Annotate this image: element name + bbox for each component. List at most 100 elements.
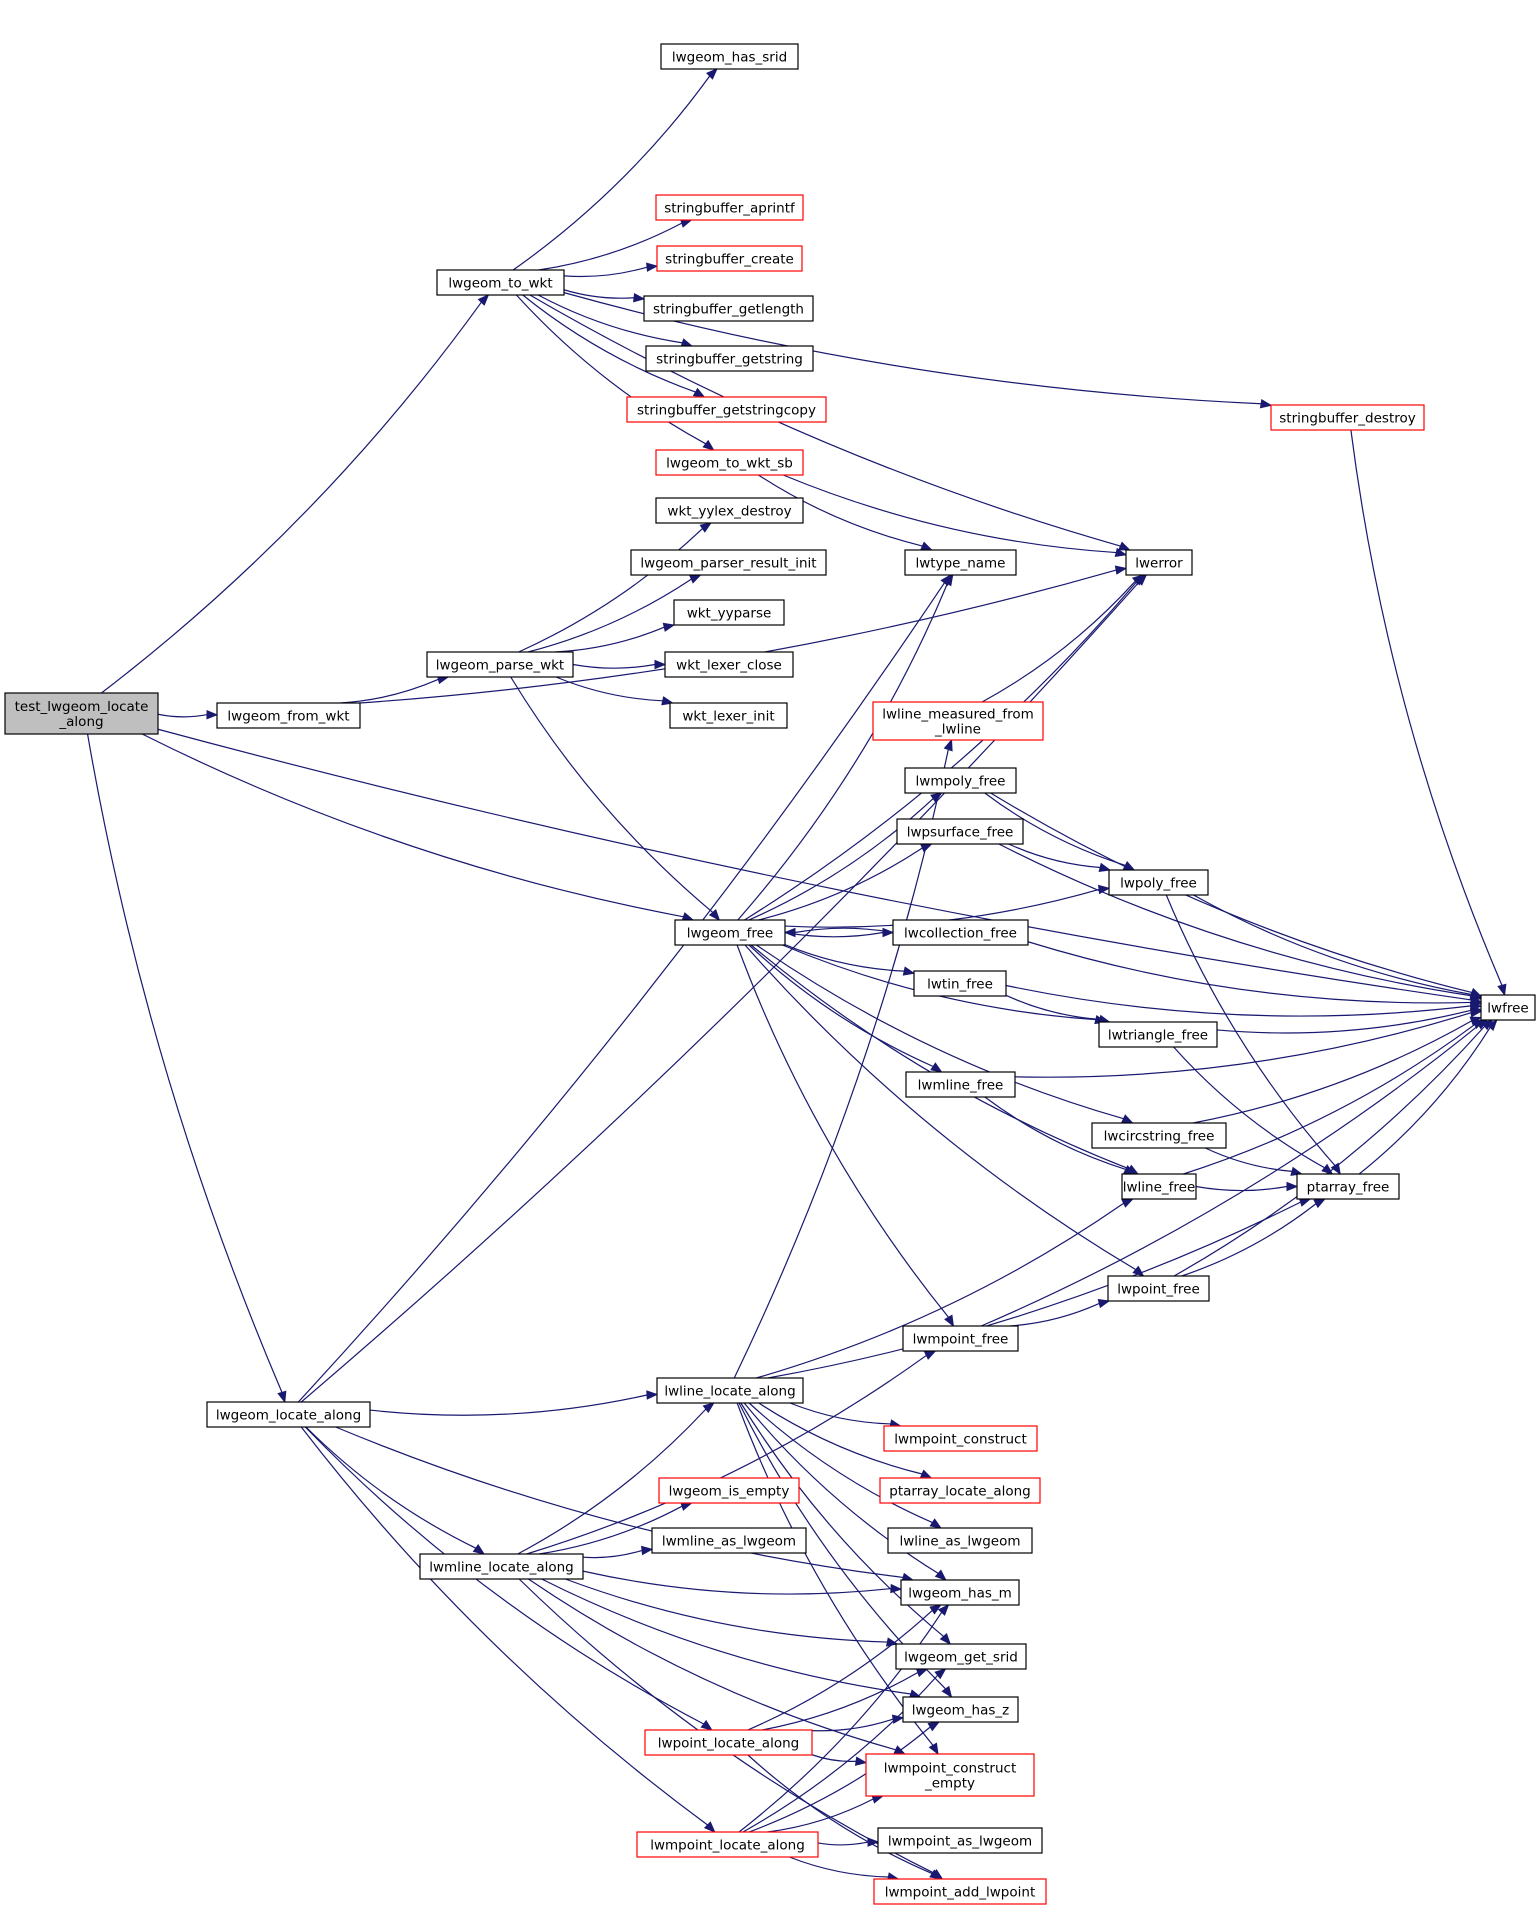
node-wkt_lexer_init[interactable]: wkt_lexer_init <box>669 702 788 729</box>
node-lwgeom_parser_result_init[interactable]: lwgeom_parser_result_init <box>630 549 827 576</box>
node-box-lwmpoint_locate_along[interactable] <box>636 1831 819 1858</box>
node-box-stringbuffer_getlength[interactable] <box>643 295 814 322</box>
node-box-lwpoly_free[interactable] <box>1108 869 1209 896</box>
node-box-lwgeom_get_srid[interactable] <box>895 1643 1027 1670</box>
node-lwtriangle_free[interactable]: lwtriangle_free <box>1098 1021 1218 1048</box>
node-box-lwmpoint_add_lwpoint[interactable] <box>873 1878 1047 1905</box>
node-box-lwmline_locate_along[interactable] <box>419 1553 584 1580</box>
node-box-lwmpoly_free[interactable] <box>904 767 1017 794</box>
node-lwline_free[interactable]: lwline_free <box>1121 1173 1197 1200</box>
node-wkt_yyparse[interactable]: wkt_yyparse <box>673 599 785 626</box>
node-stringbuffer_getstringcopy[interactable]: stringbuffer_getstringcopy <box>626 396 827 423</box>
node-lwpoint_free[interactable]: lwpoint_free <box>1107 1275 1210 1302</box>
node-box-stringbuffer_aprintf[interactable] <box>655 194 804 221</box>
node-lwmpoint_free[interactable]: lwmpoint_free <box>902 1325 1019 1352</box>
node-box-test_lwgeom_locate_along[interactable] <box>4 692 159 735</box>
node-lwgeom_to_wkt_sb[interactable]: lwgeom_to_wkt_sb <box>655 449 804 476</box>
node-box-lwpoint_locate_along[interactable] <box>644 1729 813 1756</box>
node-box-stringbuffer_getstring[interactable] <box>645 345 814 372</box>
node-stringbuffer_aprintf[interactable]: stringbuffer_aprintf <box>655 194 804 221</box>
node-lwfree[interactable]: lwfree <box>1480 994 1536 1021</box>
node-box-ptarray_free[interactable] <box>1296 1173 1400 1200</box>
node-lwgeom_get_srid[interactable]: lwgeom_get_srid <box>895 1643 1027 1670</box>
node-box-lwline_as_lwgeom[interactable] <box>887 1527 1033 1554</box>
node-lwmline_locate_along[interactable]: lwmline_locate_along <box>419 1553 584 1580</box>
node-box-lwmpoint_construct[interactable] <box>883 1425 1038 1452</box>
node-lwgeom_locate_along[interactable]: lwgeom_locate_along <box>206 1401 371 1428</box>
node-lwpoint_locate_along[interactable]: lwpoint_locate_along <box>644 1729 813 1756</box>
node-box-lwgeom_parser_result_init[interactable] <box>630 549 827 576</box>
node-box-ptarray_locate_along[interactable] <box>879 1477 1041 1504</box>
node-box-lwgeom_from_wkt[interactable] <box>216 702 361 729</box>
node-test_lwgeom_locate_along[interactable]: test_lwgeom_locate_along <box>4 692 159 735</box>
node-box-lwmpoint_free[interactable] <box>902 1325 1019 1352</box>
node-lwgeom_to_wkt[interactable]: lwgeom_to_wkt <box>436 269 565 296</box>
node-box-lwgeom_to_wkt_sb[interactable] <box>655 449 804 476</box>
node-box-stringbuffer_destroy[interactable] <box>1270 404 1425 431</box>
node-box-lwgeom_has_m[interactable] <box>900 1579 1020 1606</box>
node-stringbuffer_destroy[interactable]: stringbuffer_destroy <box>1270 404 1425 431</box>
node-box-lwtin_free[interactable] <box>913 970 1007 997</box>
node-wkt_yylex_destroy[interactable]: wkt_yylex_destroy <box>655 497 804 524</box>
node-lwgeom_has_z[interactable]: lwgeom_has_z <box>902 1696 1019 1723</box>
node-lwmline_free[interactable]: lwmline_free <box>905 1071 1016 1098</box>
node-box-lwgeom_has_srid[interactable] <box>660 43 799 70</box>
node-lwgeom_has_srid[interactable]: lwgeom_has_srid <box>660 43 799 70</box>
node-lwline_measured_from_lwline[interactable]: lwline_measured_from_lwline <box>872 701 1044 741</box>
node-stringbuffer_getlength[interactable]: stringbuffer_getlength <box>643 295 814 322</box>
node-lwmpoint_construct_empty[interactable]: lwmpoint_construct_empty <box>865 1753 1035 1797</box>
node-lwcircstring_free[interactable]: lwcircstring_free <box>1091 1122 1227 1149</box>
node-box-wkt_yyparse[interactable] <box>673 599 785 626</box>
node-box-lwgeom_has_z[interactable] <box>902 1696 1019 1723</box>
node-lwcollection_free[interactable]: lwcollection_free <box>892 919 1029 946</box>
node-box-wkt_lexer_close[interactable] <box>664 651 794 678</box>
node-lwgeom_has_m[interactable]: lwgeom_has_m <box>900 1579 1020 1606</box>
node-box-lwpsurface_free[interactable] <box>896 818 1024 845</box>
node-lwmpoint_locate_along[interactable]: lwmpoint_locate_along <box>636 1831 819 1858</box>
node-box-lwgeom_to_wkt[interactable] <box>436 269 565 296</box>
node-lwmpoint_construct[interactable]: lwmpoint_construct <box>883 1425 1038 1452</box>
node-lwerror[interactable]: lwerror <box>1125 549 1193 576</box>
node-lwtin_free[interactable]: lwtin_free <box>913 970 1007 997</box>
node-lwpoly_free[interactable]: lwpoly_free <box>1108 869 1209 896</box>
node-box-lwpoint_free[interactable] <box>1107 1275 1210 1302</box>
node-lwmline_as_lwgeom[interactable]: lwmline_as_lwgeom <box>651 1527 807 1554</box>
node-stringbuffer_create[interactable]: stringbuffer_create <box>656 245 803 272</box>
node-box-lwgeom_locate_along[interactable] <box>206 1401 371 1428</box>
node-box-lwmpoint_construct_empty[interactable] <box>865 1753 1035 1797</box>
node-box-lwmline_free[interactable] <box>905 1071 1016 1098</box>
node-stringbuffer_getstring[interactable]: stringbuffer_getstring <box>645 345 814 372</box>
node-lwgeom_free[interactable]: lwgeom_free <box>674 919 786 946</box>
node-box-lwfree[interactable] <box>1480 994 1536 1021</box>
node-box-lwtriangle_free[interactable] <box>1098 1021 1218 1048</box>
node-lwmpoint_add_lwpoint[interactable]: lwmpoint_add_lwpoint <box>873 1878 1047 1905</box>
node-box-lwmpoint_as_lwgeom[interactable] <box>877 1827 1043 1854</box>
node-box-lwmline_as_lwgeom[interactable] <box>651 1527 807 1554</box>
node-ptarray_free[interactable]: ptarray_free <box>1296 1173 1400 1200</box>
node-lwmpoly_free[interactable]: lwmpoly_free <box>904 767 1017 794</box>
node-box-lwgeom_is_empty[interactable] <box>658 1477 800 1504</box>
node-box-lwcircstring_free[interactable] <box>1091 1122 1227 1149</box>
node-box-lwerror[interactable] <box>1125 549 1193 576</box>
node-lwmpoint_as_lwgeom[interactable]: lwmpoint_as_lwgeom <box>877 1827 1043 1854</box>
node-ptarray_locate_along[interactable]: ptarray_locate_along <box>879 1477 1041 1504</box>
node-lwgeom_is_empty[interactable]: lwgeom_is_empty <box>658 1477 800 1504</box>
node-box-wkt_yylex_destroy[interactable] <box>655 497 804 524</box>
node-wkt_lexer_close[interactable]: wkt_lexer_close <box>664 651 794 678</box>
node-lwgeom_parse_wkt[interactable]: lwgeom_parse_wkt <box>426 651 574 678</box>
node-box-lwline_locate_along[interactable] <box>656 1377 804 1404</box>
node-box-stringbuffer_create[interactable] <box>656 245 803 272</box>
node-box-lwline_free[interactable] <box>1121 1173 1197 1200</box>
node-lwline_as_lwgeom[interactable]: lwline_as_lwgeom <box>887 1527 1033 1554</box>
node-box-lwgeom_free[interactable] <box>674 919 786 946</box>
node-box-lwgeom_parse_wkt[interactable] <box>426 651 574 678</box>
node-lwgeom_from_wkt[interactable]: lwgeom_from_wkt <box>216 702 361 729</box>
node-box-lwtype_name[interactable] <box>904 549 1017 576</box>
node-lwpsurface_free[interactable]: lwpsurface_free <box>896 818 1024 845</box>
node-box-wkt_lexer_init[interactable] <box>669 702 788 729</box>
node-box-stringbuffer_getstringcopy[interactable] <box>626 396 827 423</box>
node-box-lwline_measured_from_lwline[interactable] <box>872 701 1044 741</box>
node-box-lwcollection_free[interactable] <box>892 919 1029 946</box>
node-lwtype_name[interactable]: lwtype_name <box>904 549 1017 576</box>
node-lwline_locate_along[interactable]: lwline_locate_along <box>656 1377 804 1404</box>
